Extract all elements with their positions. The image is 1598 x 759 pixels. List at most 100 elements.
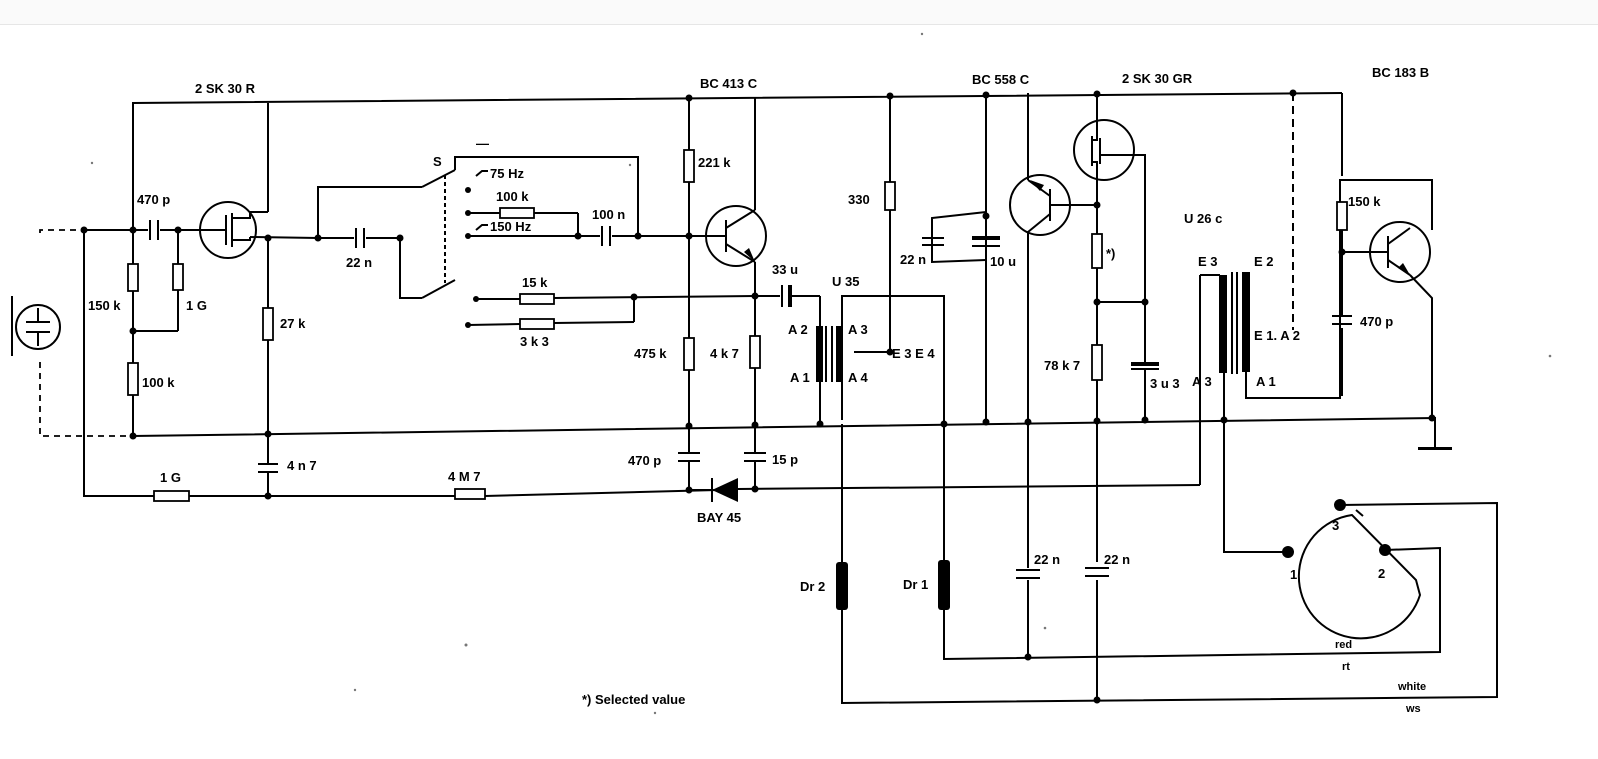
resistor-3k3	[519, 318, 555, 330]
choke-dr2	[836, 562, 848, 610]
label-pin-a3: A 3	[848, 322, 868, 337]
label-r-221k: 221 k	[698, 155, 731, 170]
resistor-1g-gate	[172, 263, 184, 291]
shield-dashed-top	[39, 229, 84, 233]
label-d-bay45: BAY 45	[697, 510, 741, 525]
capacitors	[149, 220, 1352, 579]
choke-dr1	[938, 560, 950, 610]
label-r-78k7: 78 k 7	[1044, 358, 1080, 373]
label-c-22n-a: 22 n	[346, 255, 372, 270]
shield-dashed-bottom	[39, 362, 133, 437]
capacitor-100n	[601, 226, 611, 246]
top-rail	[132, 92, 1343, 287]
capacitor-15p	[744, 452, 766, 462]
capacitor-470p-in	[149, 220, 159, 240]
capacitor-470p-b	[678, 452, 700, 462]
label-c-22n-b: 22 n	[900, 252, 926, 267]
label-pin-e2: E 2	[1254, 254, 1274, 269]
label-c-470p-in: 470 p	[137, 192, 170, 207]
resistor-4m7	[454, 488, 486, 500]
label-q5: BC 183 B	[1372, 65, 1429, 80]
label-pin-a2: A 2	[788, 322, 808, 337]
transistor-bc558c	[1009, 174, 1071, 236]
label-l-dr1: Dr 1	[903, 577, 928, 592]
label-r-selected: *)	[1106, 246, 1115, 261]
label-wire-rt: rt	[1342, 661, 1350, 673]
resistor-150k-out	[1336, 201, 1348, 231]
diode-bay45	[711, 478, 738, 502]
label-r-1g-gate: 1 G	[186, 298, 207, 313]
capacitor-33u	[781, 285, 792, 307]
label-c-4n7: 4 n 7	[287, 458, 317, 473]
label-c-100n: 100 n	[592, 207, 625, 222]
label-switch-minus: —	[476, 136, 489, 151]
resistor-selected	[1091, 233, 1103, 269]
capacitor-10u	[972, 236, 1000, 247]
footnote: *) Selected value	[582, 692, 685, 707]
resistor-221k	[683, 149, 695, 183]
label-pin-a3b: A 3	[1192, 374, 1212, 389]
label-q4: 2 SK 30 GR	[1122, 71, 1193, 86]
label-c-3u3: 3 u 3	[1150, 376, 1180, 391]
label-c-470p-b: 470 p	[628, 453, 661, 468]
top-toolbar	[0, 0, 1598, 25]
label-conn-pin2: 2	[1378, 566, 1385, 581]
label-c-22n-c: 22 n	[1034, 552, 1060, 567]
resistor-1g-bottom	[153, 490, 190, 502]
resistor-27k	[262, 307, 274, 341]
microphone-capsule	[11, 296, 61, 356]
transformer-u35	[816, 326, 843, 382]
scan-noise	[90, 32, 1552, 715]
label-r-27k: 27 k	[280, 316, 306, 331]
label-c-470p-c: 470 p	[1360, 314, 1393, 329]
label-wire-red: red	[1335, 639, 1352, 651]
label-r-4k7: 4 k 7	[710, 346, 739, 361]
capacitor-22n-d	[1085, 567, 1109, 577]
transformer-u26c	[1219, 272, 1250, 374]
label-r-150k: 150 k	[88, 298, 121, 313]
resistor-15k	[519, 293, 555, 305]
transistor-2sk30r	[199, 201, 268, 259]
label-r-15k: 15 k	[522, 275, 548, 290]
transistor-bc183b	[1369, 221, 1431, 283]
label-sw-75hz: 75 Hz	[490, 166, 524, 181]
resistor-100k	[127, 362, 139, 396]
label-t-u35: U 35	[832, 274, 859, 289]
label-q3: BC 558 C	[972, 72, 1030, 87]
label-c-15p: 15 p	[772, 452, 798, 467]
label-wire-white: white	[1397, 681, 1426, 693]
label-conn-pin1: 1	[1290, 567, 1297, 582]
label-r-3k3: 3 k 3	[520, 334, 549, 349]
wires	[39, 92, 1498, 705]
resistor-4k7	[749, 335, 761, 369]
label-r-330: 330	[848, 192, 870, 207]
label-pin-a1: A 1	[790, 370, 810, 385]
label-r-100k-b: 100 k	[496, 189, 529, 204]
frequency-switch	[475, 170, 488, 231]
capacitor-3u3	[1131, 362, 1159, 370]
label-l-dr2: Dr 2	[800, 579, 825, 594]
label-sw-150hz: 150 Hz	[490, 219, 532, 234]
resistor-475k	[683, 337, 695, 371]
component-labels: 2 SK 30 R BC 413 C BC 558 C 2 SK 30 GR B…	[88, 65, 1429, 715]
capacitor-4n7	[258, 463, 278, 473]
transistor-bc413c	[705, 205, 767, 267]
capacitor-22n-a	[355, 228, 365, 248]
resistor-100k-switch	[499, 207, 535, 219]
label-pin-a1b: A 1	[1256, 374, 1276, 389]
resistor-150k	[127, 263, 139, 292]
capacitor-22n-c	[1016, 569, 1040, 579]
capacitor-470p-c	[1332, 315, 1352, 325]
resistor-330	[884, 181, 896, 211]
label-pin-e1a2: E 1. A 2	[1254, 328, 1300, 343]
label-r-4m7: 4 M 7	[448, 469, 481, 484]
resistors	[127, 149, 1348, 502]
resistor-78k7	[1091, 344, 1103, 381]
label-conn-pin3: 3	[1332, 518, 1339, 533]
label-c-33u: 33 u	[772, 262, 798, 277]
ground-rail	[132, 416, 1436, 447]
label-r-100k: 100 k	[142, 375, 175, 390]
label-pin-a4: A 4	[848, 370, 869, 385]
label-pin-e3: E 3	[1198, 254, 1218, 269]
